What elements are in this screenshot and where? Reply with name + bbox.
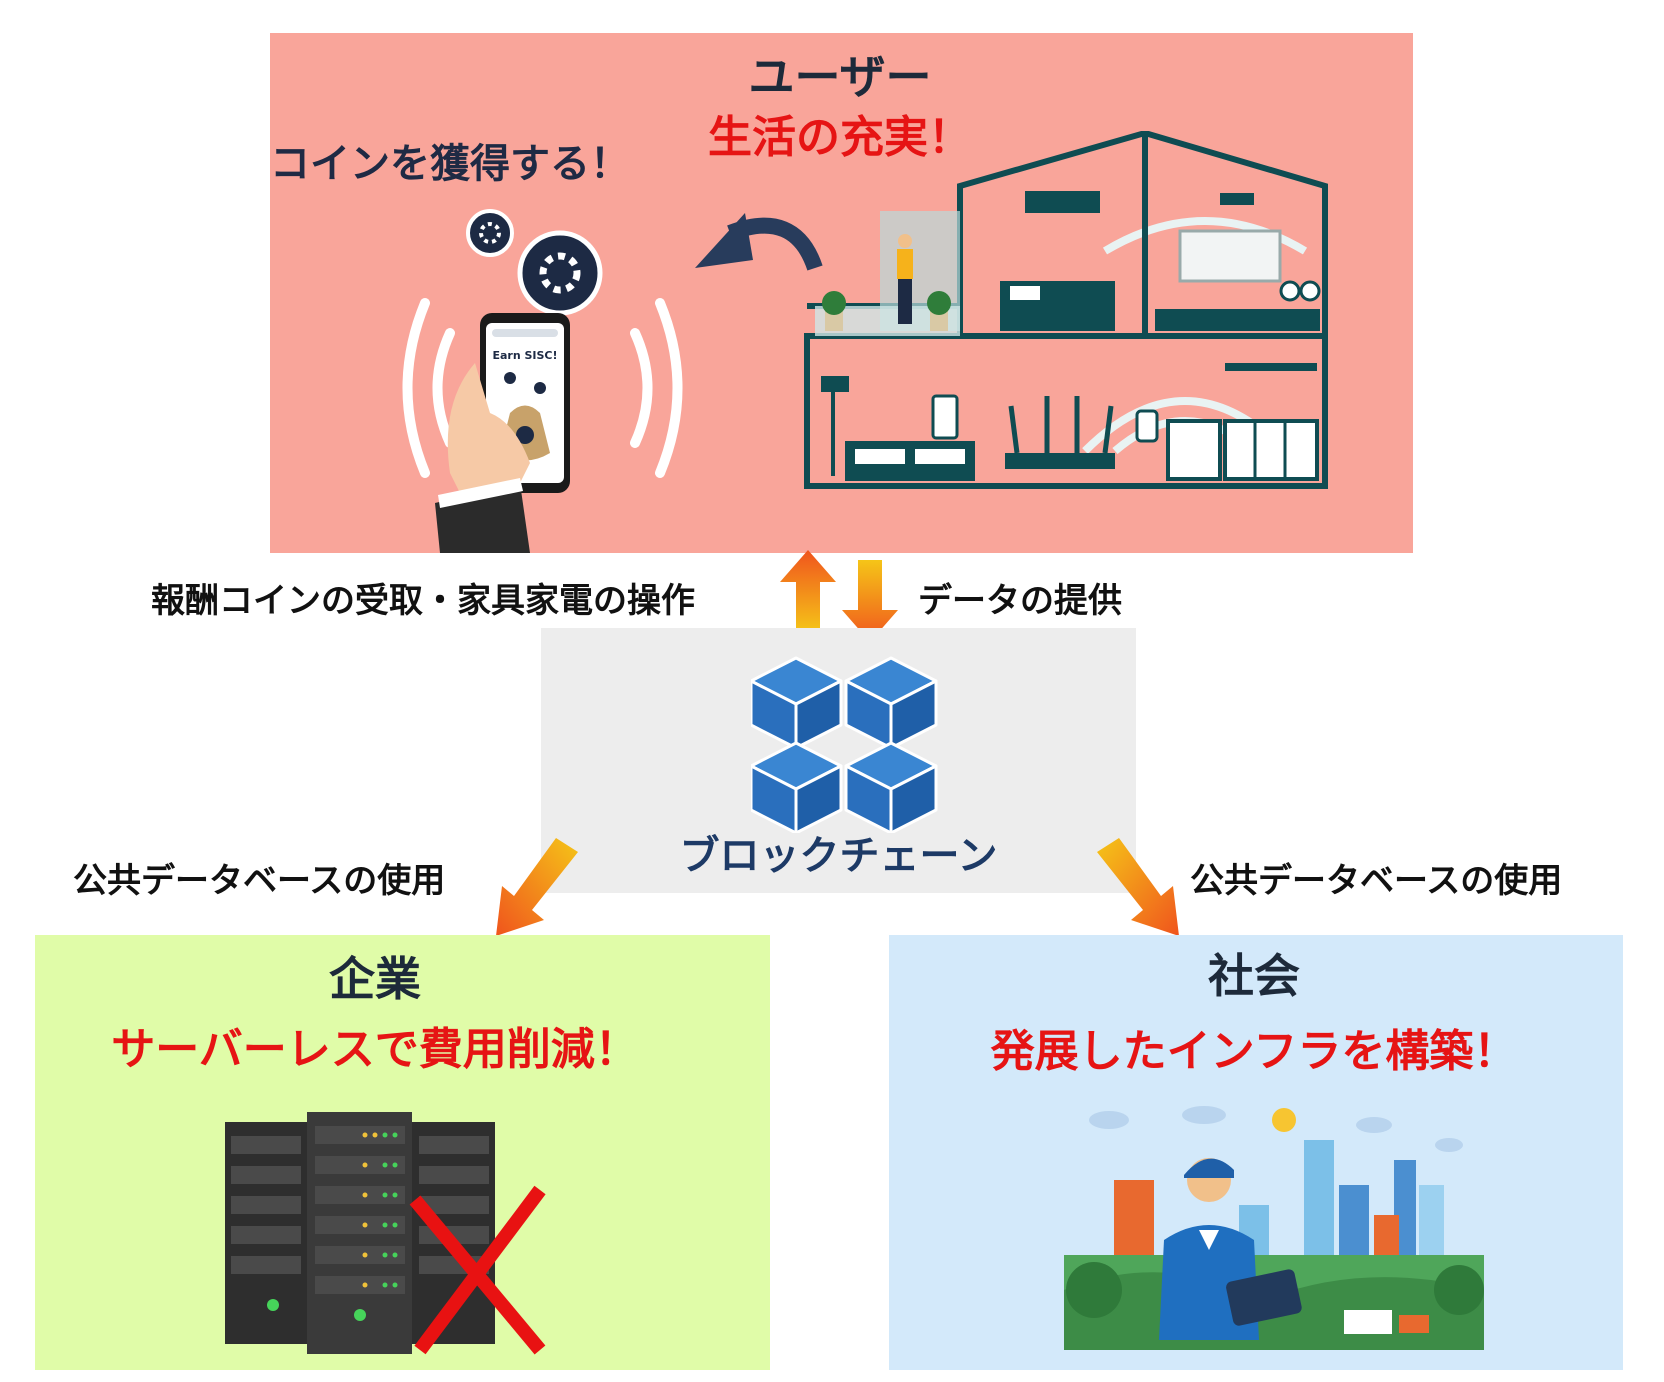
lightbulb-icon: [1272, 1108, 1296, 1132]
smart-house-illustration: [804, 131, 1328, 489]
society-title: 社会: [1208, 949, 1300, 1003]
left-flow-label: 公共データベースの使用: [73, 861, 446, 901]
company-panel: 企業 サーバーレスで費用削減！: [35, 935, 770, 1370]
coin-caption: コインを獲得する！: [270, 141, 630, 187]
blockchain-panel: ブロックチェーン: [541, 628, 1136, 893]
cube-icon: [751, 656, 843, 750]
right-flow-label: 公共データベースの使用: [1190, 861, 1563, 901]
blockchain-cubes-icon: [751, 656, 938, 833]
server-racks-illustration: [225, 1112, 546, 1355]
company-title: 企業: [329, 952, 421, 1006]
user-title: ユーザー: [748, 50, 932, 104]
up-flow-label: 報酬コインの受取・家具家電の操作: [151, 581, 695, 621]
user-benefit: 生活の充実！: [708, 112, 972, 163]
down-right-arrow-icon: [1097, 838, 1179, 936]
phone-illustration: Earn SISC!: [402, 209, 683, 553]
curved-arrow-icon: [695, 213, 823, 271]
down-arrow-icon: [842, 560, 898, 642]
server-rack-icon: [225, 1112, 495, 1354]
society-panel: 社会 発展したインフラを構築！: [889, 935, 1623, 1370]
up-arrow-icon: [780, 550, 836, 632]
signal-waves-icon: [402, 298, 683, 478]
company-benefit: サーバーレスで費用削減！: [111, 1024, 639, 1075]
down-flow-label: データの提供: [918, 581, 1122, 621]
down-left-arrow-icon: [496, 838, 578, 936]
phone-text: Earn SISC!: [492, 349, 557, 362]
blockchain-label: ブロックチェーン: [679, 833, 998, 879]
coin-icon: [466, 209, 603, 316]
smart-city-illustration: [1064, 1106, 1484, 1350]
society-benefit: 発展したインフラを構築！: [990, 1026, 1518, 1077]
cross-mark-icon: [409, 1185, 546, 1355]
user-panel: ユーザー 生活の充実！ コインを獲得する！ Earn SISC!: [270, 33, 1413, 553]
